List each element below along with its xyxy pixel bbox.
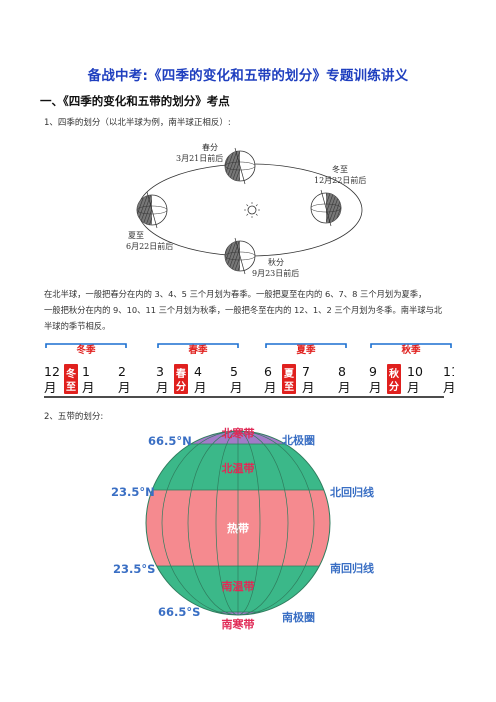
month-unit: 月 [118, 380, 131, 395]
solar-term-char-1: 夏 [283, 368, 295, 380]
season-label: 冬季 [76, 344, 96, 356]
solar-term-badge [282, 364, 296, 394]
earth-spring-icon [224, 147, 256, 185]
month-unit: 月 [156, 380, 169, 395]
earth-summer-icon [136, 191, 168, 229]
paragraph-line-3: 半球的季节相反。 [44, 321, 111, 331]
season-label: 秋季 [400, 344, 421, 356]
earth-autumn-icon [224, 237, 256, 275]
month-unit: 月 [230, 380, 243, 395]
month-number: 6 [264, 364, 272, 379]
season-bracket [265, 343, 347, 348]
tropical-label: 热带 [227, 521, 249, 535]
lat-23-5s-label: 23.5°S [113, 562, 155, 576]
tropic-capricorn-label: 南回归线 [330, 561, 374, 575]
five-zones-diagram: 北寒带 北温带 热带 南温带 南寒带 66.5°N 23.5°N 23.5°S … [111, 426, 374, 631]
summer-label: 夏至 [128, 231, 144, 240]
month-number: 9 [369, 364, 377, 379]
north-temperate-label: 北温带 [222, 461, 255, 475]
season-bracket [45, 343, 127, 348]
item-1-heading: 1、四季的划分（以北半球为例，南半球正相反）: [44, 118, 231, 128]
month-unit: 月 [44, 380, 57, 395]
meridian-lines [161, 431, 315, 615]
month-number: 4 [194, 364, 202, 379]
month-unit: 月 [302, 380, 315, 395]
lat-23-5n-label: 23.5°N [111, 485, 155, 499]
autumn-date: 9月23日前后 [252, 268, 299, 278]
paragraph-line-1: 在北半球，一般把春分在内的 3、4、5 三个月划为春季。一般把夏至在内的 6、7… [44, 289, 427, 299]
lat-66-5n-label: 66.5°N [148, 434, 192, 448]
solar-term-char-2: 至 [66, 381, 76, 393]
solar-term-char-2: 至 [284, 381, 294, 393]
month-unit: 月 [82, 380, 95, 395]
month-unit: 月 [369, 380, 382, 395]
season-label: 春季 [187, 344, 208, 356]
winter-label: 冬至 [332, 164, 348, 174]
summer-date: 6月22日前后 [126, 241, 173, 251]
month-unit: 月 [264, 380, 277, 395]
month-number: 5 [230, 364, 238, 379]
section-heading-1: 一、《四季的变化和五带的划分》考点 [40, 94, 230, 108]
south-frigid-label: 南寒带 [222, 617, 255, 631]
month-number: 12 [44, 364, 60, 379]
solar-term-char-1: 春 [176, 367, 186, 380]
south-temperate-label: 南温带 [222, 579, 255, 593]
north-frigid-label: 北寒带 [222, 426, 255, 440]
month-unit: 月 [194, 380, 207, 395]
sun-icon [244, 202, 260, 218]
month-unit: 月 [443, 380, 454, 395]
spring-label: 春分 [202, 142, 218, 152]
season-label: 夏季 [295, 344, 316, 356]
season-month-bar: 冬季12月1月2月冬至春季3月4月5月春分夏季6月7月8月夏至秋季9月10月11… [44, 343, 454, 398]
solar-term-badge [64, 364, 78, 394]
solar-term-char-1: 冬 [66, 367, 76, 380]
tropic-cancer-label: 北回归线 [330, 485, 374, 499]
month-number: 7 [302, 364, 310, 379]
month-unit: 月 [407, 380, 420, 395]
globe-outline [145, 430, 331, 616]
lat-66-5s-label: 66.5°S [158, 605, 200, 619]
month-number: 10 [407, 364, 423, 379]
month-unit: 月 [338, 380, 351, 395]
season-bracket [157, 343, 239, 348]
month-number: 11 [443, 364, 454, 379]
spring-date: 3月21日前后 [176, 153, 223, 163]
antarctic-circle-label: 南极圈 [282, 610, 315, 624]
arctic-circle-label: 北极圈 [282, 433, 315, 447]
season-bracket [370, 343, 452, 348]
winter-date: 12月22日前后 [314, 175, 366, 185]
solar-term-char-2: 分 [176, 380, 186, 393]
item-2-heading: 2、五带的划分: [44, 412, 104, 422]
month-number: 1 [82, 364, 90, 379]
solar-term-char-2: 分 [389, 380, 399, 393]
month-number: 2 [118, 364, 126, 379]
month-number: 8 [338, 364, 346, 379]
page-title: 备战中考:《四季的变化和五带的划分》专题训练讲义 [87, 68, 409, 84]
earth-orbit-diagram: 春分 3月21日前后 冬至 12月22日前后 夏至 6月22日前后 秋分 9月2… [126, 142, 366, 278]
earth-winter-icon [310, 189, 342, 227]
paragraph-line-2: 一般把秋分在内的 9、10、11 三个月划为秋季，一般把冬至在内的 12、1、2… [44, 305, 443, 315]
autumn-label: 秋分 [268, 257, 284, 267]
month-number: 3 [156, 364, 164, 379]
solar-term-badge [174, 364, 188, 394]
solar-term-char-1: 秋 [389, 367, 400, 380]
solar-term-badge [387, 364, 401, 394]
